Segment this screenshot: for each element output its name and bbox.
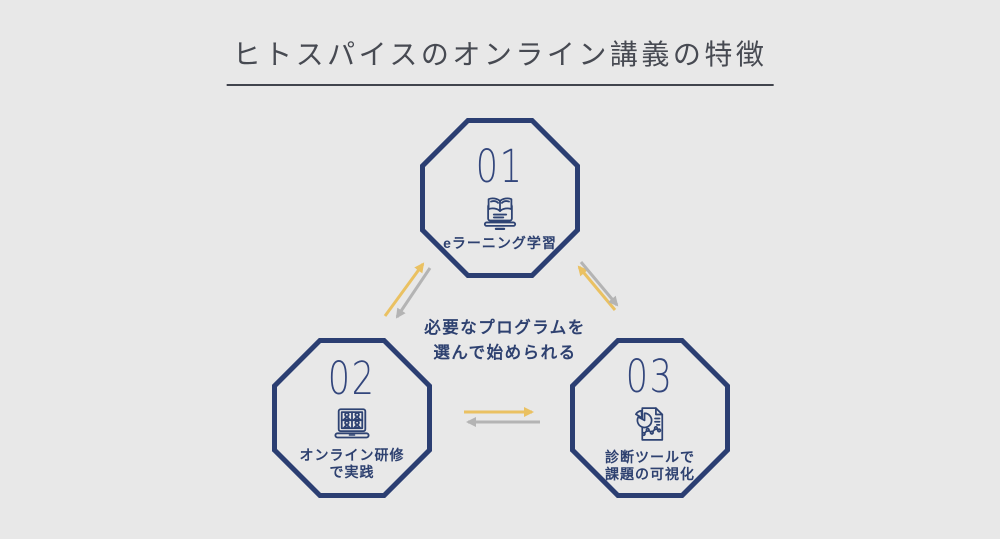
node-03-label-line1: 診断ツールで — [605, 448, 695, 465]
center-note-line1: 必要なプログラムを — [424, 319, 586, 337]
node-01-elearning: 01 eラーニング学習 — [420, 118, 580, 278]
node-02-label-line2: で実践 — [329, 463, 375, 480]
arrow-yellow-02-to-01 — [383, 262, 425, 317]
laptop-video-call-icon — [328, 405, 376, 443]
node-03-number: 03 — [626, 349, 674, 403]
center-note-line2: 選んで始められる — [433, 343, 577, 362]
arrow-yellow-03-to-01 — [577, 265, 617, 311]
node-02-online-training: 02 — [272, 338, 432, 498]
page-title: ヒトスパイスのオンライン講義の特徴 — [226, 33, 774, 86]
node-01-label-line1: eラーニング学習 — [443, 235, 557, 252]
node-02-number: 02 — [328, 351, 376, 405]
laptop-open-book-icon — [477, 193, 523, 231]
node-02-content: 02 — [277, 343, 427, 493]
node-01-content: 01 eラーニング学習 — [425, 123, 575, 273]
node-03-label-line2: 課題の可視化 — [605, 465, 695, 482]
node-02-label: オンライン研修 で実践 — [300, 447, 405, 481]
arrow-gray-01-to-03 — [579, 261, 619, 307]
node-01-label: eラーニング学習 — [443, 235, 557, 252]
center-note: 必要なプログラムを 選んで始められる — [424, 316, 586, 366]
arrow-gray-01-to-02 — [395, 267, 432, 319]
node-03-label: 診断ツールで 課題の可視化 — [605, 449, 695, 483]
node-03-content: 03 — [575, 343, 725, 493]
report-pie-chart-icon — [630, 403, 670, 445]
node-02-label-line1: オンライン研修 — [299, 446, 405, 463]
node-03-diagnostic-tool: 03 — [570, 338, 730, 498]
node-01-number: 01 — [476, 140, 524, 194]
